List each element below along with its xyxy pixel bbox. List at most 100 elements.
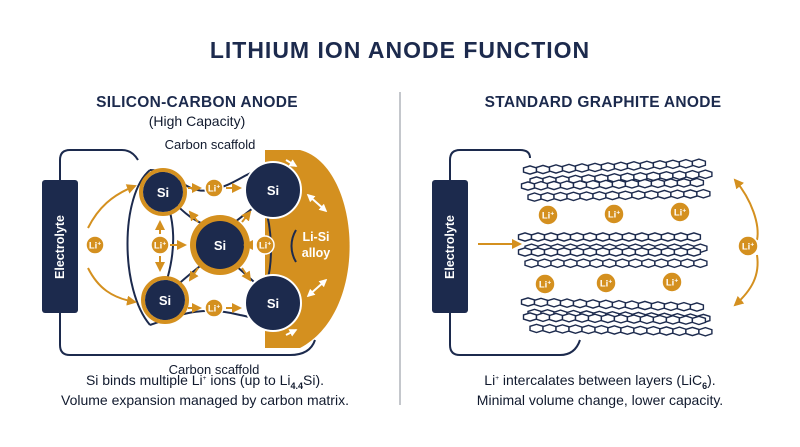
graphite-hexagon bbox=[524, 258, 539, 269]
li-ion-label: Li+ bbox=[539, 280, 551, 291]
circuit-wire-top bbox=[59, 149, 139, 180]
graphite-hexagon bbox=[548, 164, 564, 174]
left-caption-line1: Si binds multiple Li+ ions (up to Li4.4S… bbox=[86, 372, 324, 391]
li-ion-icon: Li+ bbox=[669, 201, 691, 223]
graphite-hexagon bbox=[607, 325, 622, 335]
graphite-hexagon bbox=[535, 312, 551, 323]
right-heading: STANDARD GRAPHITE ANODE bbox=[485, 94, 722, 111]
li-flow-arrow bbox=[241, 267, 252, 282]
li-ion-label: Li+ bbox=[89, 241, 101, 252]
graphite-hexagon bbox=[605, 190, 620, 201]
li-ion-circle bbox=[85, 235, 105, 255]
li-flow-arrow bbox=[733, 254, 759, 307]
expansion-arrow bbox=[306, 193, 328, 213]
graphite-hexagon bbox=[637, 178, 653, 189]
graphite-hexagon bbox=[517, 247, 533, 257]
graphite-hexagon bbox=[683, 189, 698, 199]
graphite-hexagon bbox=[647, 232, 663, 242]
graphite-hexagon bbox=[670, 189, 685, 200]
graphite-hexagon bbox=[667, 258, 682, 269]
graphite-hexagon bbox=[631, 190, 646, 200]
graphite-hexagon bbox=[698, 169, 713, 180]
graphite-hexagon bbox=[574, 163, 590, 173]
graphite-hexagon bbox=[548, 312, 564, 323]
left-electrolyte-label: Electrolyte bbox=[53, 215, 67, 279]
graphite-hexagon bbox=[621, 247, 637, 257]
li-ion-circle bbox=[204, 298, 224, 318]
li-flow-arrow bbox=[188, 210, 199, 223]
scaffold-line bbox=[126, 169, 151, 326]
graphite-hexagon bbox=[673, 247, 689, 257]
graphite-hexagon bbox=[647, 247, 663, 257]
graphite-hexagon bbox=[633, 325, 648, 336]
graphite-hexagon bbox=[660, 232, 676, 242]
graphite-hexagon bbox=[546, 297, 562, 308]
right-caption-line2: Minimal volume change, lower capacity. bbox=[477, 392, 723, 408]
graphite-hexagon bbox=[676, 178, 692, 188]
graphite-hexagon bbox=[555, 324, 570, 334]
graphite-hexagon bbox=[689, 177, 705, 188]
graphite-hexagon bbox=[598, 179, 614, 190]
li-ion-label: Li+ bbox=[742, 242, 754, 253]
si-label: Si bbox=[214, 238, 226, 253]
graphite-hexagon bbox=[582, 247, 598, 257]
alloy-label-line1: Li-Si bbox=[302, 230, 329, 244]
graphite-hexagon bbox=[574, 313, 590, 323]
graphite-hexagon bbox=[613, 161, 629, 172]
circuit-wire-bottom bbox=[59, 313, 316, 356]
graphite-hexagon bbox=[672, 326, 687, 337]
li-ion-label: Li+ bbox=[208, 304, 220, 315]
graphite-hexagon bbox=[561, 163, 577, 174]
graphite-hexagon bbox=[520, 181, 536, 191]
li-ion-circle bbox=[737, 235, 759, 257]
li-ion-label: Li+ bbox=[154, 241, 166, 252]
li-ion-icon: Li+ bbox=[204, 178, 224, 198]
graphite-hexagon bbox=[652, 159, 668, 170]
expansion-arrow bbox=[306, 278, 328, 298]
graphite-hexagon bbox=[659, 326, 674, 336]
graphite-hexagon bbox=[537, 258, 552, 269]
graphite-hexagon bbox=[691, 158, 707, 169]
circuit-wire-top bbox=[449, 149, 531, 180]
graphite-hexagon bbox=[665, 159, 681, 170]
alloy-bracket bbox=[290, 229, 297, 263]
graphite-hexagon bbox=[530, 232, 546, 242]
graphite-hexagon bbox=[686, 247, 702, 257]
left-electrolyte-box bbox=[42, 180, 78, 313]
li-ion-circle bbox=[537, 204, 559, 226]
graphite-hexagon bbox=[585, 179, 601, 190]
li-ion-label: Li+ bbox=[674, 208, 686, 219]
li-ion-icon: Li+ bbox=[255, 235, 275, 255]
graphite-hexagon bbox=[646, 325, 661, 336]
graphite-hexagon bbox=[654, 258, 669, 269]
graphite-hexagon bbox=[676, 301, 692, 312]
li-ion-icon: Li+ bbox=[661, 271, 683, 293]
expansion-arrow bbox=[285, 159, 298, 167]
right-electrolyte-box bbox=[432, 180, 468, 313]
graphite-hexagon bbox=[563, 258, 578, 269]
left-subheading: (High Capacity) bbox=[149, 113, 245, 129]
graphite-hexagon bbox=[680, 258, 695, 269]
graphite-hexagon bbox=[533, 297, 549, 308]
graphite-hexagon bbox=[689, 302, 705, 312]
graphite-hexagon bbox=[550, 258, 565, 269]
li-flow-arrow bbox=[87, 267, 137, 306]
si-particle bbox=[143, 172, 183, 212]
graphite-hexagon bbox=[517, 232, 533, 242]
li-ion-circle bbox=[255, 235, 275, 255]
graphite-hexagon bbox=[644, 189, 659, 200]
silicon-carbon-panel: SILICON-CARBON ANODE (High Capacity) Ele… bbox=[42, 94, 350, 377]
graphite-hexagon bbox=[535, 164, 551, 175]
graphite-hexagon bbox=[686, 232, 702, 242]
li-ion-icon: Li+ bbox=[204, 298, 224, 318]
graphite-hexagon bbox=[600, 313, 616, 324]
right-electrolyte-label: Electrolyte bbox=[443, 215, 457, 279]
graphite-hexagon bbox=[660, 247, 676, 257]
graphite-hexagon bbox=[608, 247, 624, 257]
si-label: Si bbox=[267, 296, 279, 311]
graphite-hexagon bbox=[559, 298, 575, 309]
si-particle bbox=[196, 221, 244, 269]
graphite-hexagon bbox=[576, 258, 591, 269]
graphite-hexagon bbox=[663, 301, 679, 312]
